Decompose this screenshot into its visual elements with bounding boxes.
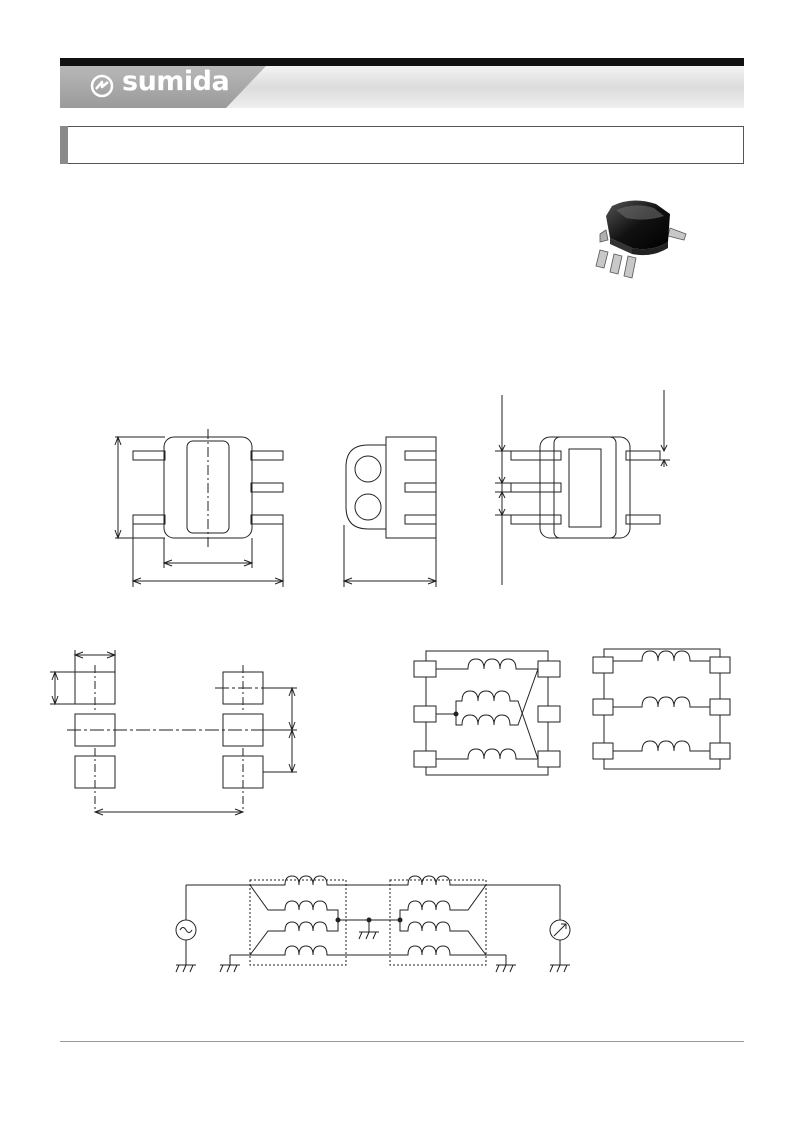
recommended-land-pattern <box>50 650 297 816</box>
top-view <box>114 429 285 587</box>
winding-diagram-a <box>413 650 561 776</box>
footer-divider <box>60 1041 744 1042</box>
front-view <box>495 390 670 585</box>
sumida-swirl-logo-icon <box>90 74 114 98</box>
title-accent-bar <box>60 126 68 164</box>
header-bar <box>60 58 744 108</box>
header-bar-graphic <box>60 58 744 108</box>
test-circuit-diagram <box>175 875 571 973</box>
winding-diagram-b <box>592 648 731 770</box>
side-view <box>342 436 438 587</box>
smd-transformer-photo <box>595 200 687 279</box>
dimension-drawings <box>114 390 670 587</box>
title-box <box>60 126 744 164</box>
brand-name: sumida <box>122 66 230 97</box>
